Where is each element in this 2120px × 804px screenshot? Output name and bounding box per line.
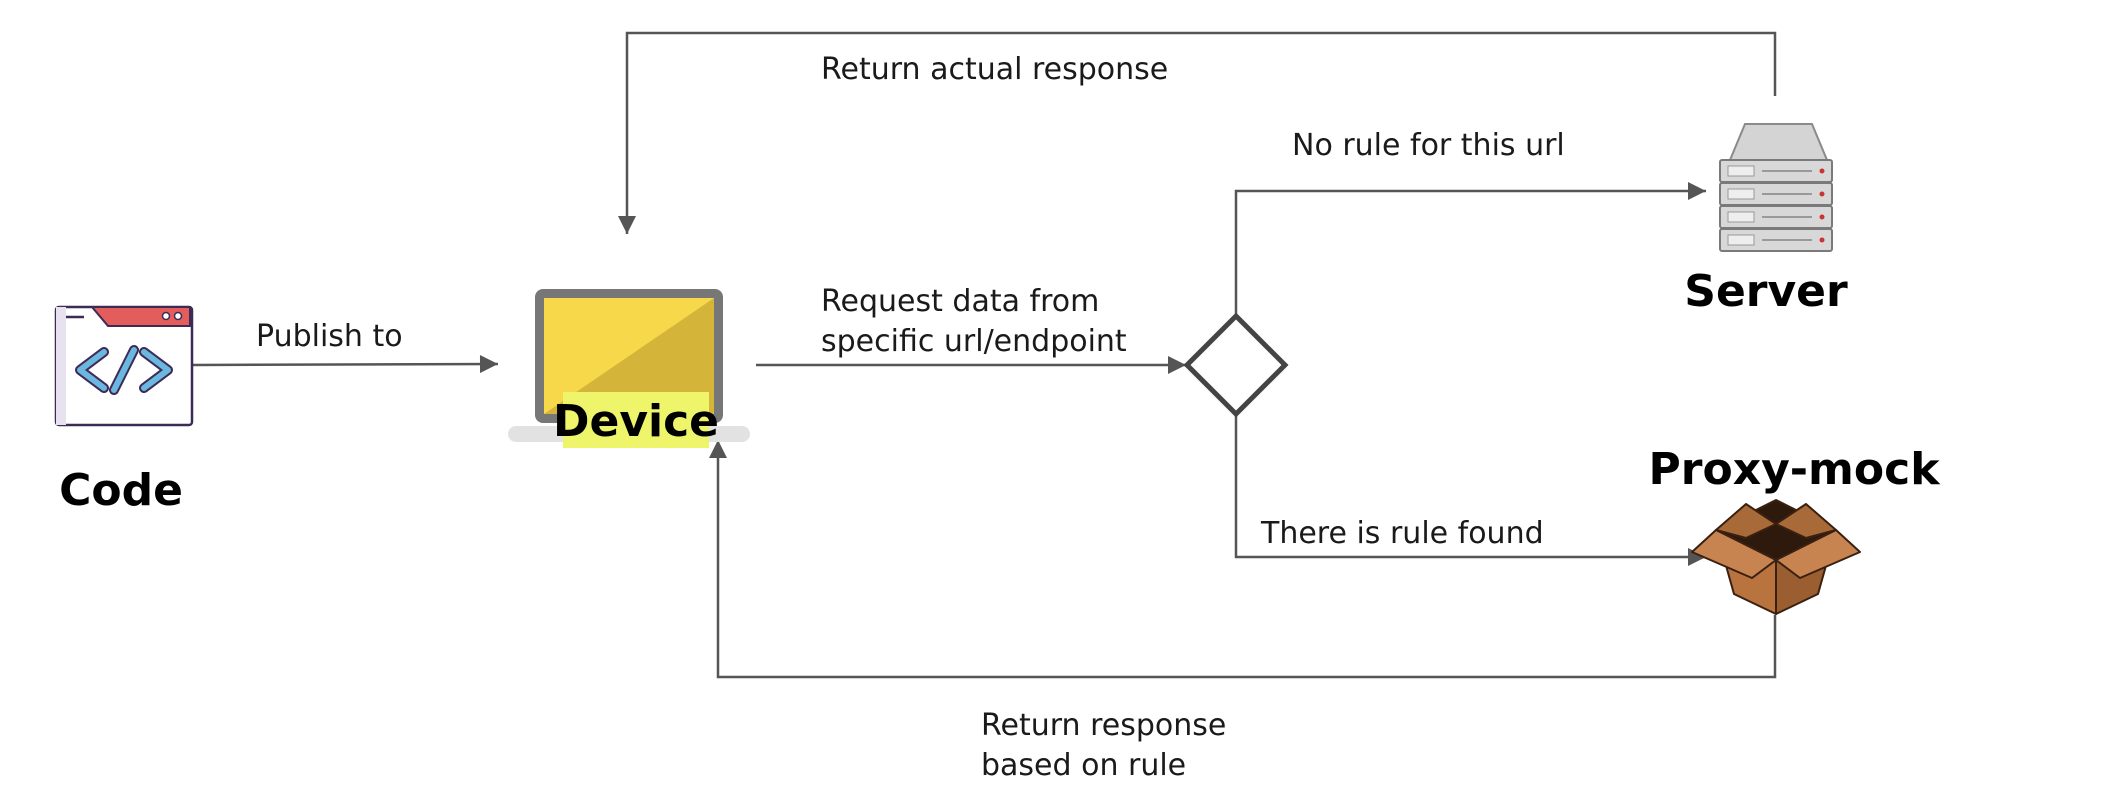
request-label-line2: specific url/endpoint (821, 324, 1127, 359)
no-rule-arrow (1234, 182, 1706, 316)
proxy-title: Proxy-mock (1649, 444, 1942, 495)
request-label-line1: Request data from (821, 284, 1099, 319)
no-rule-label: No rule for this url (1292, 128, 1565, 163)
code-window-icon (54, 305, 194, 427)
device-label-highlight (563, 392, 709, 448)
rule-response-label-line2: based on rule (981, 748, 1186, 783)
decision-diamond (1183, 312, 1289, 418)
code-title: Code (59, 465, 183, 516)
publish-label: Publish to (256, 319, 403, 354)
server-title: Server (1684, 266, 1848, 317)
actual-response-arrow (618, 31, 1777, 234)
rule-found-arrow (1234, 414, 1706, 566)
rule-found-label: There is rule found (1260, 516, 1544, 551)
device-title: Device (553, 396, 719, 447)
rule-response-label-line1: Return response (981, 708, 1226, 743)
rule-response-arrow (709, 440, 1777, 679)
open-box-icon (1691, 499, 1861, 615)
server-rack-icon (1719, 123, 1833, 252)
actual-response-label: Return actual response (821, 52, 1168, 87)
publish-arrow (191, 355, 499, 374)
